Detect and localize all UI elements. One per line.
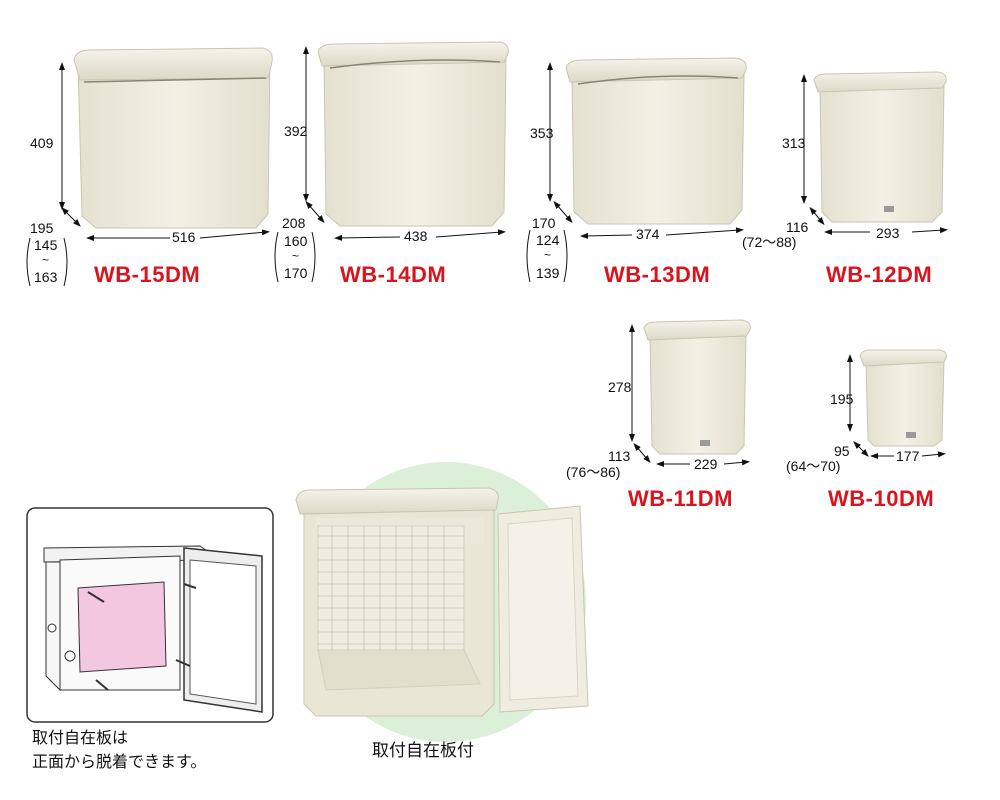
box-wb12dm-image bbox=[813, 71, 947, 223]
box-wb15dm-image bbox=[73, 47, 273, 229]
wb12dm-depth-range: (72～88) bbox=[742, 234, 797, 250]
wb13dm-depth-tilde: ~ bbox=[544, 248, 552, 262]
wb14dm-height: 392 bbox=[284, 123, 308, 139]
wb12dm-model-label: WB-12DM bbox=[826, 262, 933, 287]
wb14dm-depth-tilde: ~ bbox=[292, 249, 300, 263]
wb10dm-depth: 95 bbox=[834, 443, 850, 459]
wb14dm-model-label: WB-14DM bbox=[340, 262, 447, 287]
box-wb13dm-image bbox=[565, 57, 747, 225]
wb11dm-height: 278 bbox=[608, 379, 632, 395]
photo-caption: 取付自在板付 bbox=[372, 741, 474, 760]
wb14dm-width: 438 bbox=[404, 228, 428, 244]
wb11dm-width: 229 bbox=[694, 456, 718, 472]
wb12dm-depth: 116 bbox=[786, 219, 809, 235]
wb13dm-depth-min: 124 bbox=[536, 232, 560, 248]
wb14dm-depth-max: 170 bbox=[284, 265, 308, 281]
wb15dm-model-label: WB-15DM bbox=[94, 262, 201, 287]
box-wb14dm-image bbox=[317, 41, 509, 227]
wb11dm-depth-range: (76～86) bbox=[566, 464, 621, 480]
range-brackets bbox=[26, 229, 568, 287]
wb10dm-height: 195 bbox=[830, 391, 854, 407]
wb15dm-depth-tilde: ~ bbox=[42, 253, 50, 267]
wb10dm-model-label: WB-10DM bbox=[828, 486, 935, 511]
wb15dm-depth-min: 145 bbox=[34, 237, 58, 253]
open-box-photo bbox=[295, 462, 589, 742]
wb13dm-height: 353 bbox=[530, 125, 554, 141]
wb13dm-width: 374 bbox=[636, 226, 660, 242]
wb15dm-depth-max: 163 bbox=[34, 269, 58, 285]
wb10dm-width: 177 bbox=[896, 448, 920, 464]
box-wb10dm-image bbox=[859, 349, 947, 447]
wb11dm-model-label: WB-11DM bbox=[628, 486, 733, 511]
wb15dm-width: 516 bbox=[172, 229, 196, 245]
wb13dm-depth-max: 139 bbox=[536, 265, 560, 281]
wb13dm-depth: 170 bbox=[532, 215, 556, 231]
wb14dm-depth-min: 160 bbox=[284, 233, 308, 249]
box-wb11dm-image bbox=[643, 319, 751, 455]
wb15dm-height: 409 bbox=[30, 135, 54, 151]
wb15dm-depth: 195 bbox=[30, 220, 54, 236]
wb14dm-depth: 208 bbox=[282, 215, 306, 231]
inset-caption-line2: 正面から脱着できます。 bbox=[32, 754, 207, 771]
inset-caption-line1: 取付自在板は bbox=[32, 730, 129, 747]
wb12dm-height: 313 bbox=[782, 135, 806, 151]
wb11dm-depth: 113 bbox=[608, 448, 631, 464]
inset-illustration bbox=[26, 507, 274, 723]
wb10dm-depth-range: (64～70) bbox=[786, 458, 841, 474]
wb12dm-width: 293 bbox=[876, 225, 900, 241]
wb13dm-model-label: WB-13DM bbox=[604, 262, 711, 287]
dimension-lines bbox=[59, 46, 948, 467]
